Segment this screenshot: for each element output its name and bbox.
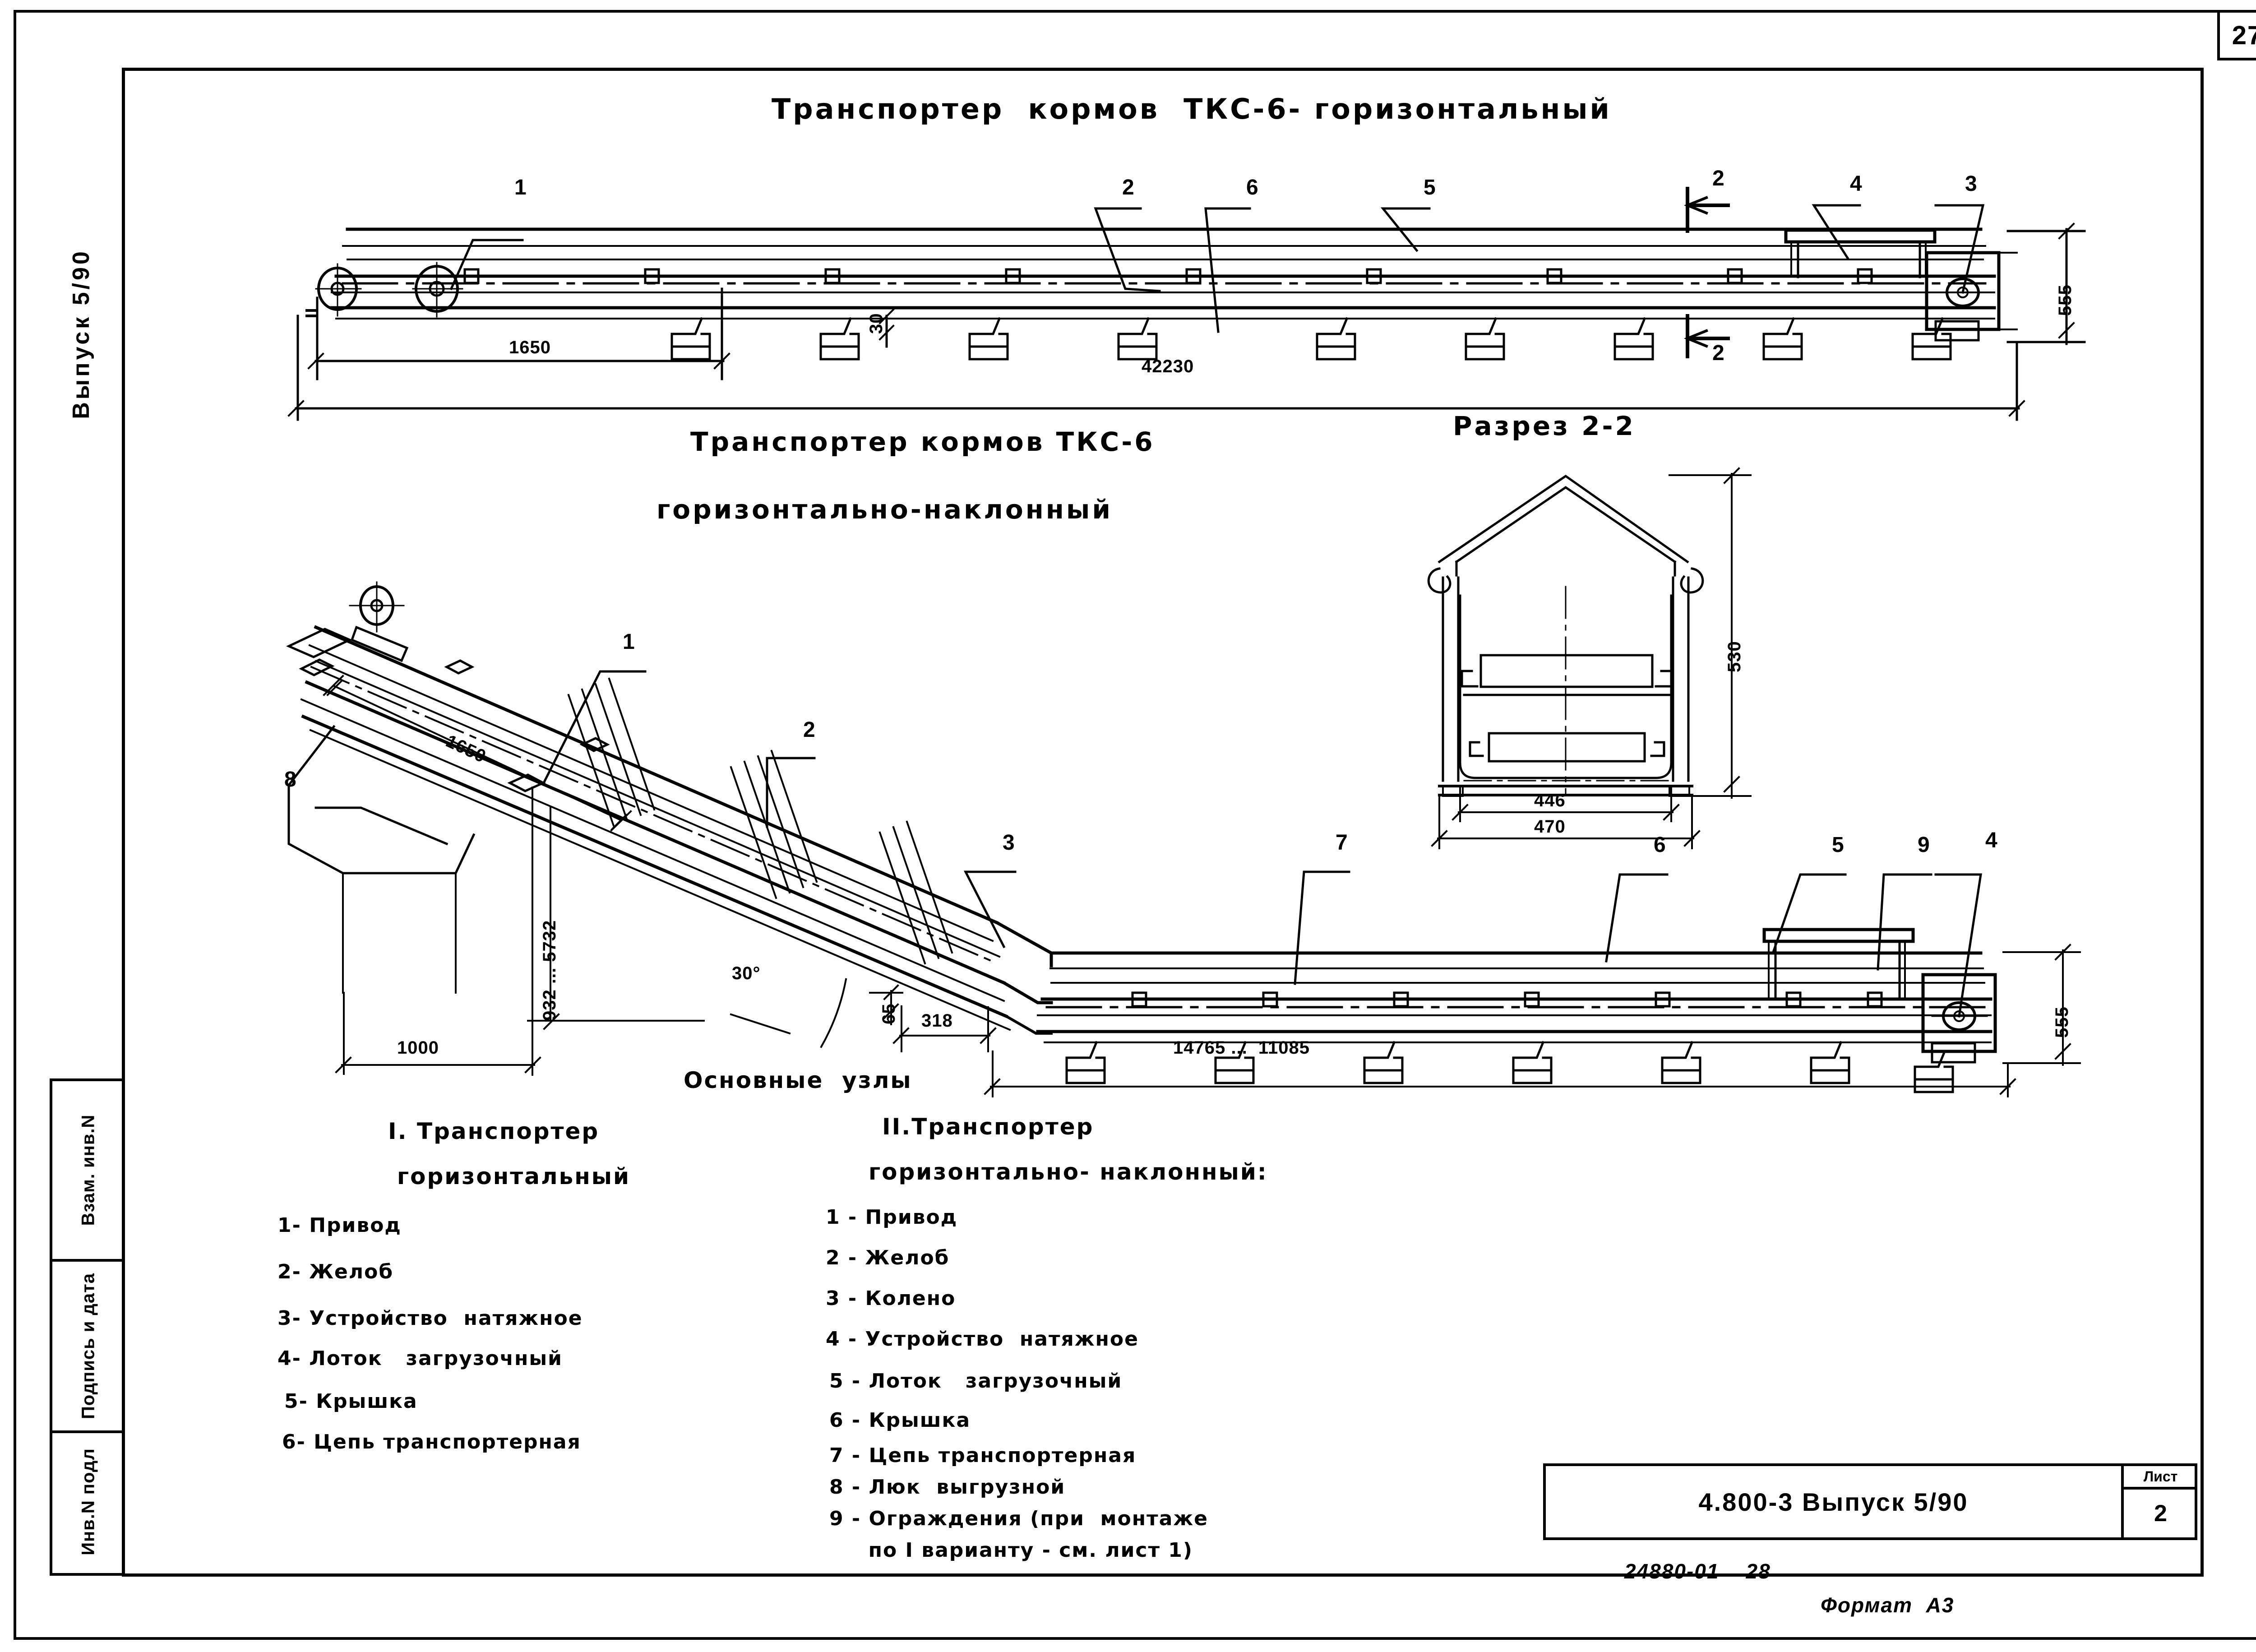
legend-col2-item-6: 6 - Крышка — [829, 1409, 971, 1432]
legend-col2-item-5: 5 - Лоток загрузочный — [829, 1370, 1123, 1393]
legend-col2-item-9: 9 - Ограждения (при монтаже — [829, 1507, 1208, 1530]
incline-view-title-line2: горизонтально-наклонный — [656, 494, 1113, 525]
dim-incline-65: 65 — [879, 1003, 899, 1025]
sheet-inner-frame — [122, 68, 2204, 1577]
legend-col2-title2: горизонтально- наклонный: — [869, 1159, 1268, 1185]
page-marker: 27 — [2217, 10, 2256, 60]
dim-top-1650: 1650 — [509, 338, 551, 357]
dim-incline-overall: 14765 ... 11085 — [1173, 1038, 1310, 1058]
dim-section-446: 446 — [1534, 791, 1566, 810]
legend-col2-item-4: 4 - Устройство натяжное — [826, 1328, 1139, 1351]
callout-top-1: 1 — [514, 176, 527, 199]
top-view-title: Транспортер кормов ТКС-6- горизонтальный — [772, 93, 1612, 125]
callout-incline-1: 1 — [623, 630, 635, 654]
callout-incline-2: 2 — [803, 718, 815, 742]
legend-col2-item-2: 2 - Желоб — [826, 1246, 950, 1269]
legend-col1-title2: горизонтальный — [397, 1163, 630, 1189]
callout-top-4: 4 — [1850, 172, 1862, 196]
title-block-sheet-number: 2 — [2154, 1500, 2167, 1527]
legend-heading: Основные узлы — [684, 1067, 912, 1093]
title-block-designation: 4.800-3 Выпуск 5/90 — [1698, 1487, 1969, 1516]
title-block-separator — [2121, 1466, 2124, 1537]
callout-incline-5: 5 — [1832, 833, 1844, 857]
incline-view-title-line1: Транспортер кормов ТКС-6 — [690, 426, 1155, 457]
title-block-sheet-cell: Лист 2 — [2124, 1466, 2197, 1537]
legend-col2-title1: II.Транспортер — [882, 1114, 1094, 1140]
legend-col1-item-3: 3- Устройство натяжное — [277, 1307, 583, 1330]
legend-col2-item-3: 3 - Колено — [826, 1287, 956, 1310]
dim-incline-932-5732: 932 ... 5732 — [540, 920, 559, 1021]
legend-col1-item-2: 2- Желоб — [277, 1260, 394, 1283]
section-mark-top: 2 — [1712, 167, 1724, 190]
legend-col1-item-6: 6- Цепь транспортерная — [282, 1430, 581, 1453]
drawing-code: 24880-01 28 — [1624, 1559, 1771, 1583]
dim-top-42230: 42230 — [1142, 356, 1194, 376]
sheet-outer-frame — [14, 10, 2256, 1640]
legend-col2-item-7: 7 - Цепь транспортерная — [829, 1444, 1137, 1467]
dim-incline-318: 318 — [921, 1011, 953, 1031]
callout-incline-7: 7 — [1336, 831, 1348, 855]
callout-top-2: 2 — [1122, 176, 1134, 199]
section-mark-bottom: 2 — [1712, 341, 1724, 365]
callout-incline-3: 3 — [1003, 831, 1015, 855]
callout-incline-8: 8 — [284, 768, 296, 791]
title-block: 4.800-3 Выпуск 5/90 Лист 2 — [1543, 1463, 2197, 1540]
legend-col2-item-9-cont: по I варианту - см. лист 1) — [829, 1539, 1193, 1562]
stamp-cell-vzam: Взам. инв.N — [52, 1081, 125, 1262]
legend-col1-title1: I. Транспортер — [388, 1118, 600, 1144]
stamp-cell-signature: Подпись и дата — [52, 1262, 125, 1433]
callout-incline-9: 9 — [1918, 833, 1930, 857]
dim-incline-angle: 30° — [732, 963, 761, 983]
format-label: Формат А3 — [1821, 1593, 1955, 1617]
callout-incline-4: 4 — [1985, 828, 1997, 852]
dim-incline-1000: 1000 — [397, 1038, 439, 1058]
callout-top-3: 3 — [1965, 172, 1977, 196]
legend-col2-item-1: 1 - Привод — [826, 1206, 958, 1229]
legend-col2-item-8: 8 - Люк выгрузной — [829, 1476, 1066, 1499]
dim-incline-555: 555 — [2052, 1006, 2072, 1038]
title-block-sheet-label: Лист — [2124, 1466, 2197, 1490]
callout-top-5: 5 — [1424, 176, 1436, 199]
dim-section-470: 470 — [1534, 817, 1566, 837]
section-view-title: Разрез 2-2 — [1453, 411, 1636, 441]
legend-col1-item-4: 4- Лоток загрузочный — [277, 1347, 563, 1370]
callout-incline-6: 6 — [1654, 833, 1666, 857]
legend-col1-item-5: 5- Крышка — [284, 1390, 418, 1413]
callout-top-6: 6 — [1246, 176, 1258, 199]
left-stamp-column: Взам. инв.N Подпись и дата Инв.N подл — [50, 1078, 125, 1576]
legend-col1-item-1: 1- Привод — [277, 1214, 402, 1237]
